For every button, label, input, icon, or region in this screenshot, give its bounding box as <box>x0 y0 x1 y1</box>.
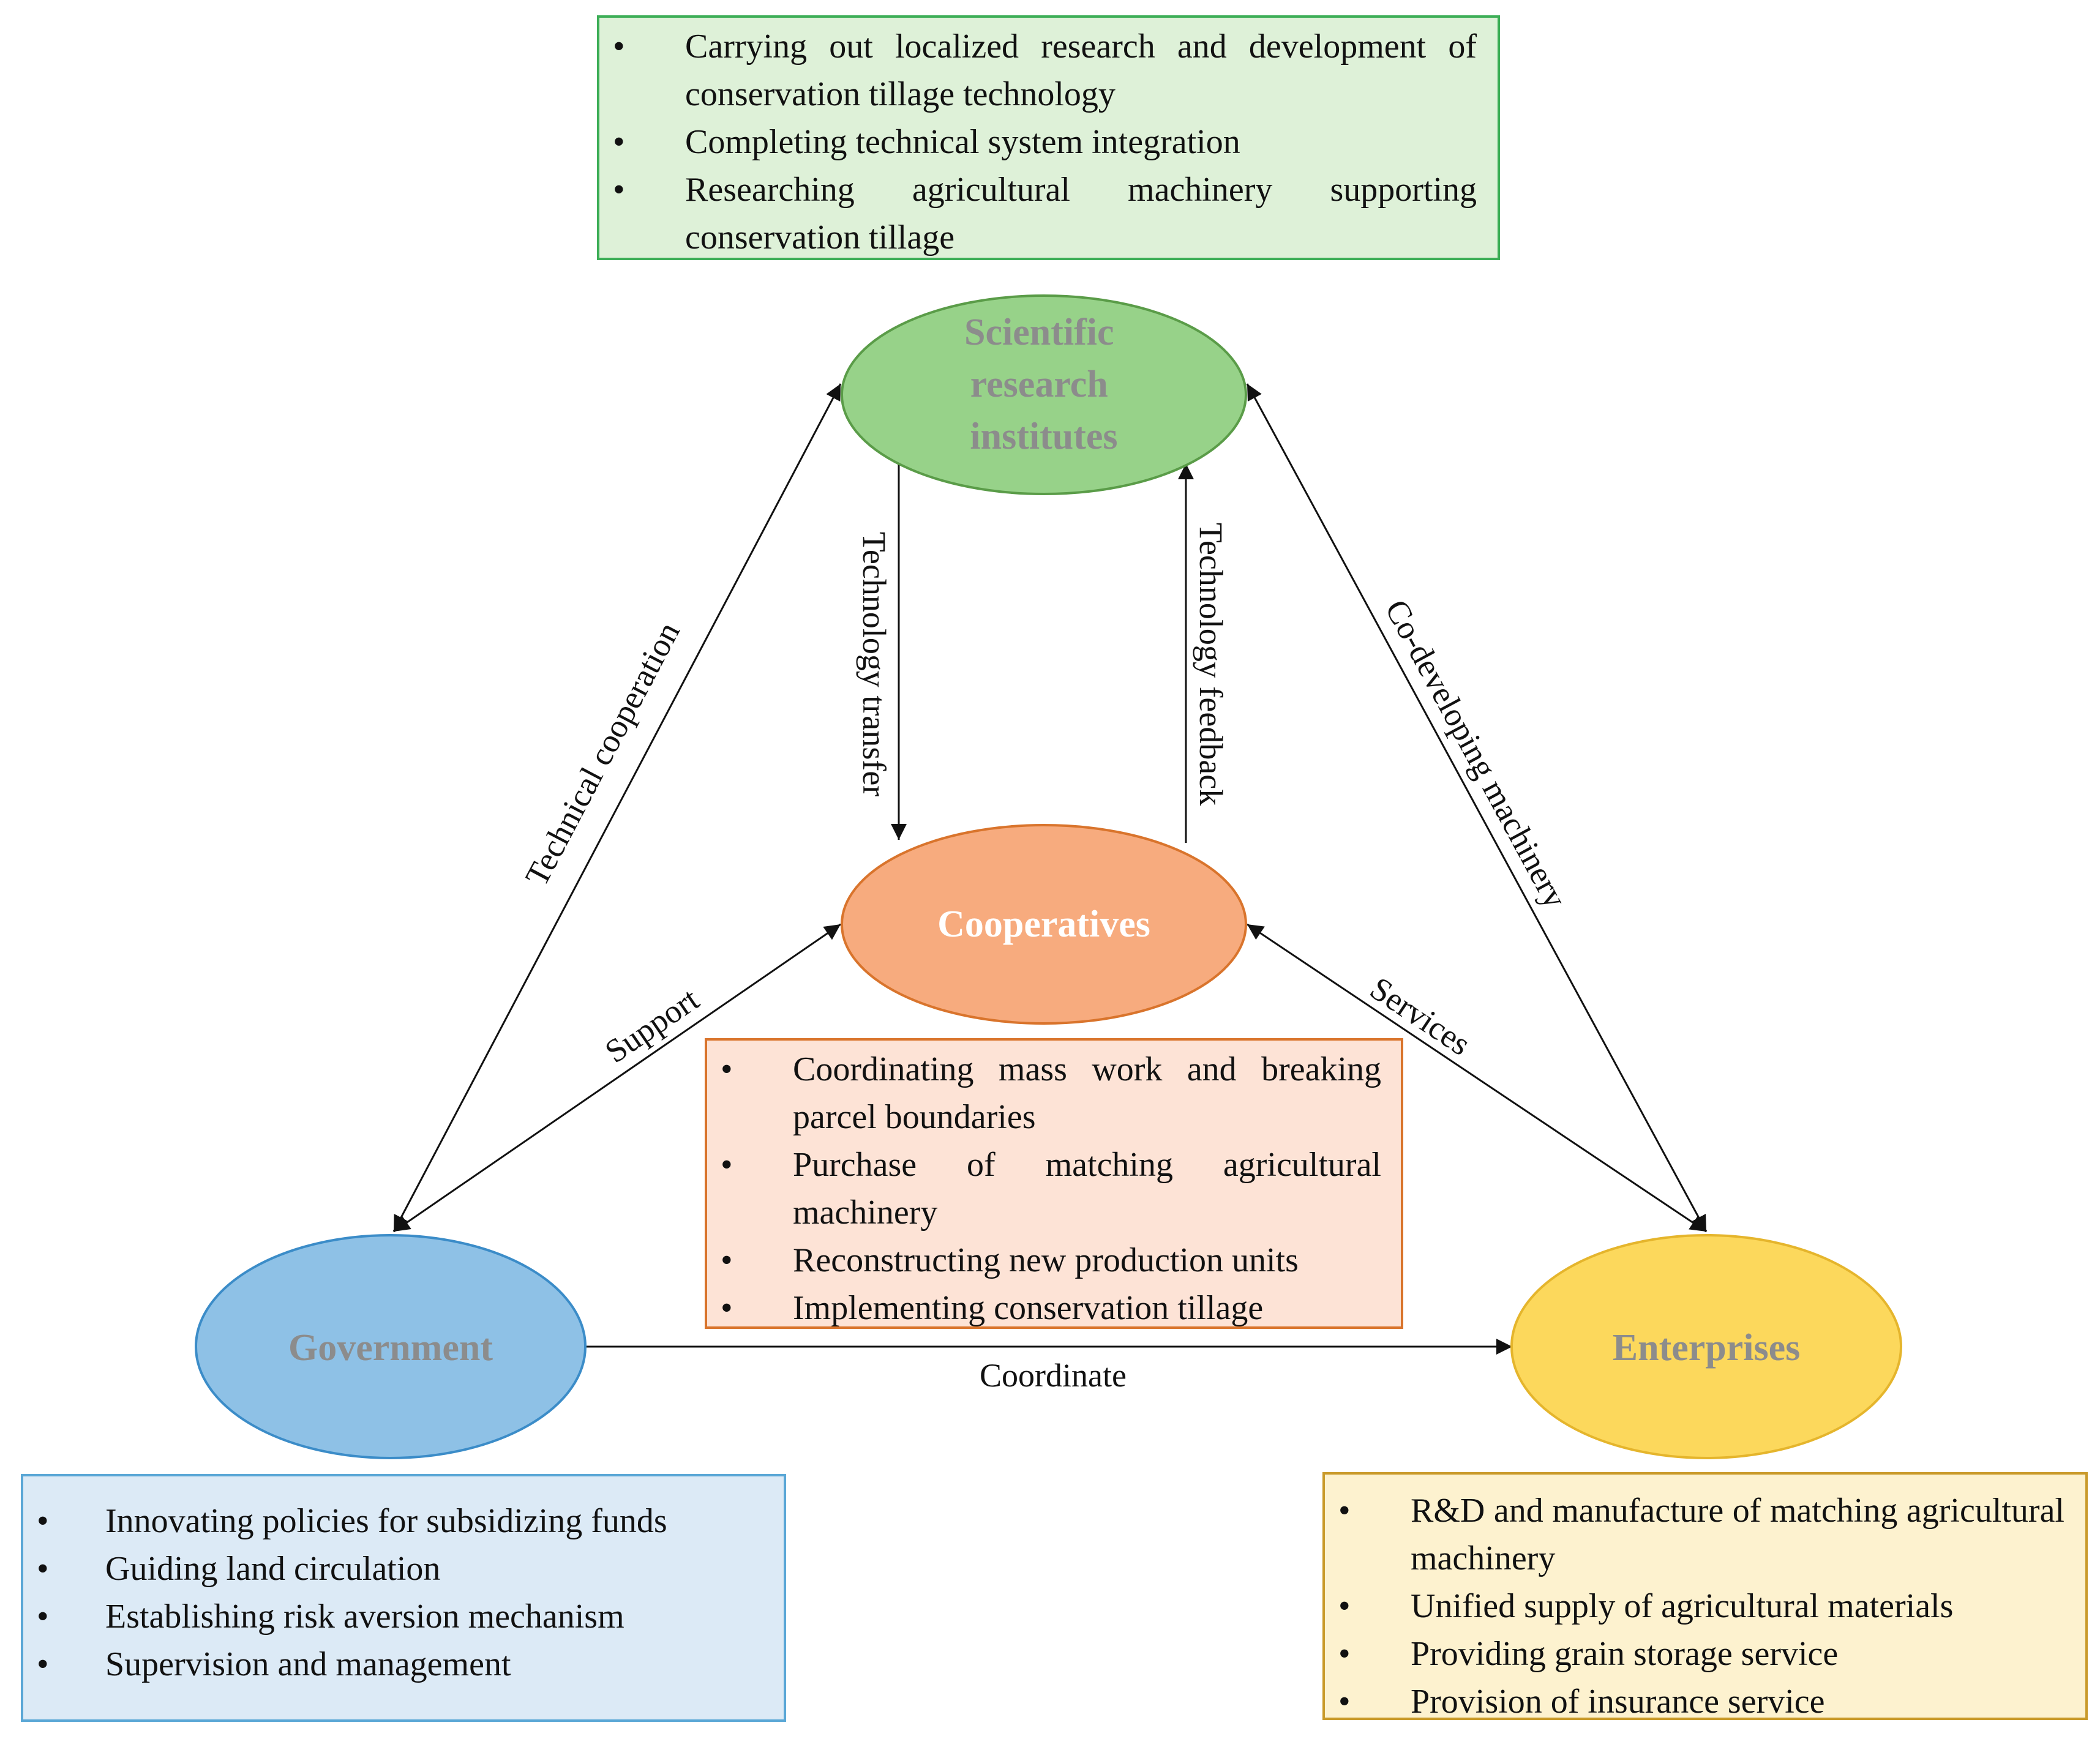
node-science: Scientific research institutes <box>841 294 1247 495</box>
node-enterprises: Enterprises <box>1510 1234 1902 1459</box>
label-technical-cooperation: Technical cooperation <box>518 616 687 891</box>
ent-item: Unified supply of agricultural materials <box>1325 1582 2064 1630</box>
label-coordinate: Coordinate <box>980 1357 1127 1394</box>
gov-item: Innovating policies for subsidizing fund… <box>23 1497 763 1545</box>
gov-item: Supervision and management <box>23 1640 763 1688</box>
node-science-label: Scientific research institutes <box>964 312 1123 457</box>
node-enterprises-label: Enterprises <box>1613 1327 1801 1369</box>
science-description-box: Carrying out localized research and deve… <box>597 15 1500 260</box>
edge-support <box>393 923 841 1233</box>
ent-item: Providing grain storage service <box>1325 1630 2064 1678</box>
ent-item: Provision of insurance service <box>1325 1678 2064 1726</box>
label-technology-feedback: Technology feedback <box>1193 523 1229 806</box>
node-government-label: Government <box>288 1327 493 1369</box>
enterprises-description-box: R&D and manufacture of matching agricult… <box>1322 1472 2088 1726</box>
science-item: Researching agricultural machinery suppo… <box>599 166 1477 261</box>
label-support: Support <box>598 981 705 1070</box>
gov-item: Establishing risk aversion mechanism <box>23 1593 763 1640</box>
coop-item: Reconstructing new production units <box>707 1236 1381 1284</box>
gov-item: Guiding land circulation <box>23 1545 763 1593</box>
coop-item: Implementing conservation tillage <box>707 1284 1381 1332</box>
node-cooperatives: Cooperatives <box>841 824 1247 1025</box>
coop-item: Coordinating mass work and breaking parc… <box>707 1045 1381 1141</box>
cooperatives-description-box: Coordinating mass work and breaking parc… <box>705 1038 1403 1332</box>
science-item: Carrying out localized research and deve… <box>599 23 1477 118</box>
ent-item: R&D and manufacture of matching agricult… <box>1325 1487 2064 1582</box>
coop-item: Purchase of matching agricultural machin… <box>707 1141 1381 1236</box>
edge-services <box>1247 923 1707 1233</box>
label-co-developing: Co-developing machinery <box>1378 594 1574 914</box>
label-technology-transfer: Technology transfer <box>856 532 893 797</box>
science-item: Completing technical system integration <box>599 118 1477 166</box>
node-cooperatives-label: Cooperatives <box>937 903 1150 945</box>
node-government: Government <box>195 1234 587 1459</box>
government-description-box: Innovating policies for subsidizing fund… <box>21 1474 786 1722</box>
